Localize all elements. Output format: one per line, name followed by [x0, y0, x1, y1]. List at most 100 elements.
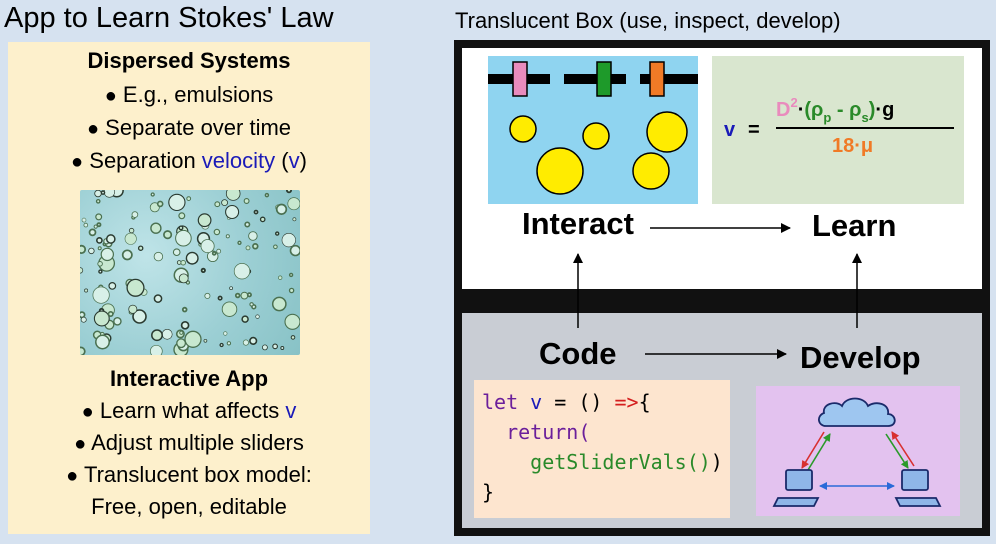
code-assign: = () — [542, 390, 615, 414]
droplet — [245, 245, 251, 251]
droplet — [213, 228, 221, 236]
bubble — [632, 152, 670, 190]
dot: · — [798, 99, 805, 121]
droplet — [93, 224, 98, 229]
droplet — [243, 198, 250, 204]
velocity-var: v — [288, 148, 300, 173]
droplet — [132, 309, 147, 324]
equation-lhs: v — [724, 119, 736, 141]
droplet — [214, 201, 221, 208]
droplet — [84, 288, 89, 293]
droplet — [284, 313, 300, 330]
equation-numerator: D2·(ρp - ρs)·g — [776, 95, 894, 125]
stokes-equation-panel: v = D2·(ρp - ρs)·g 18·μ — [712, 56, 964, 204]
droplet — [248, 231, 258, 241]
emulsion-micrograph — [80, 190, 300, 355]
bullet-dot: ● — [104, 85, 117, 107]
droplet — [95, 198, 101, 204]
interactive-app-heading: Interactive App — [109, 366, 269, 391]
droplet — [128, 227, 135, 234]
droplet — [149, 344, 163, 355]
droplet — [204, 292, 211, 299]
droplet — [290, 335, 296, 340]
equation-equals: = — [748, 119, 760, 141]
viscosity-mu: μ — [861, 135, 873, 157]
droplet — [233, 263, 251, 280]
droplet — [255, 314, 260, 319]
paren-open: ( — [275, 148, 289, 173]
droplet — [100, 247, 114, 262]
droplet — [178, 212, 186, 220]
bullet-text: Separation — [89, 148, 202, 173]
droplet — [96, 222, 102, 228]
bullet-dot: ● — [71, 151, 84, 173]
dot: · — [875, 99, 882, 121]
bullet-emulsions: ● E.g., emulsions — [8, 82, 370, 108]
droplet — [80, 244, 87, 254]
bullet-dot: ● — [81, 401, 94, 423]
droplet — [151, 329, 163, 342]
droplet — [272, 343, 278, 350]
slider-track — [564, 74, 626, 84]
collaboration-network-panel — [756, 386, 960, 516]
droplet — [234, 292, 241, 299]
slider-handle-pink[interactable] — [512, 61, 528, 97]
slider-handle-orange[interactable] — [649, 61, 665, 97]
main-title: App to Learn Stokes' Law — [4, 2, 334, 34]
code-variable: v — [518, 390, 543, 414]
velocity-var: v — [285, 398, 297, 423]
computer-icon — [772, 469, 820, 507]
droplet — [150, 192, 155, 197]
slider-track — [640, 74, 698, 84]
learn-label: Learn — [812, 208, 897, 243]
dot: · — [854, 135, 861, 157]
velocity-word: velocity — [201, 148, 276, 173]
droplet — [185, 251, 199, 265]
bullet-text: Adjust multiple sliders — [91, 430, 304, 455]
droplet — [97, 261, 103, 267]
droplet — [211, 251, 217, 256]
droplet — [107, 311, 114, 318]
droplet — [288, 272, 294, 278]
droplet — [237, 240, 242, 245]
droplet — [105, 234, 116, 244]
close-paren: ) — [869, 99, 876, 121]
droplet — [80, 267, 84, 274]
code-paren-close: ) — [710, 450, 723, 474]
rho-p: ρ — [811, 99, 823, 121]
droplet — [172, 248, 181, 257]
code-line-3: getSliderVals()) — [482, 450, 723, 474]
open-paren: ( — [804, 99, 811, 121]
droplet — [249, 302, 254, 307]
droplet — [113, 317, 122, 326]
droplet — [273, 244, 278, 250]
droplet — [180, 320, 190, 330]
droplet — [131, 211, 139, 218]
code-label: Code — [539, 336, 617, 371]
droplet — [286, 190, 292, 194]
droplet — [278, 275, 283, 280]
droplet — [178, 225, 184, 231]
droplet — [252, 243, 259, 250]
droplet — [163, 230, 173, 240]
paren-close: ) — [299, 148, 307, 173]
arrow-right-to-cloud — [891, 431, 915, 467]
droplet — [95, 237, 103, 244]
simulation-graphic — [488, 61, 698, 195]
droplet — [97, 246, 102, 251]
code-keyword: let — [482, 390, 519, 414]
droplet — [225, 234, 230, 239]
droplet — [253, 209, 259, 215]
slider-handle-green[interactable] — [596, 61, 612, 97]
bullet-translucent: ● Translucent box model: — [8, 462, 370, 488]
droplet — [244, 221, 251, 228]
droplet — [180, 259, 186, 266]
droplet — [216, 248, 222, 254]
droplet — [229, 286, 233, 291]
droplet — [203, 338, 208, 343]
droplet — [81, 217, 87, 223]
arrow-cloud-to-left — [801, 431, 825, 469]
bullet-text: Separate over time — [105, 115, 292, 140]
droplet — [175, 229, 192, 247]
